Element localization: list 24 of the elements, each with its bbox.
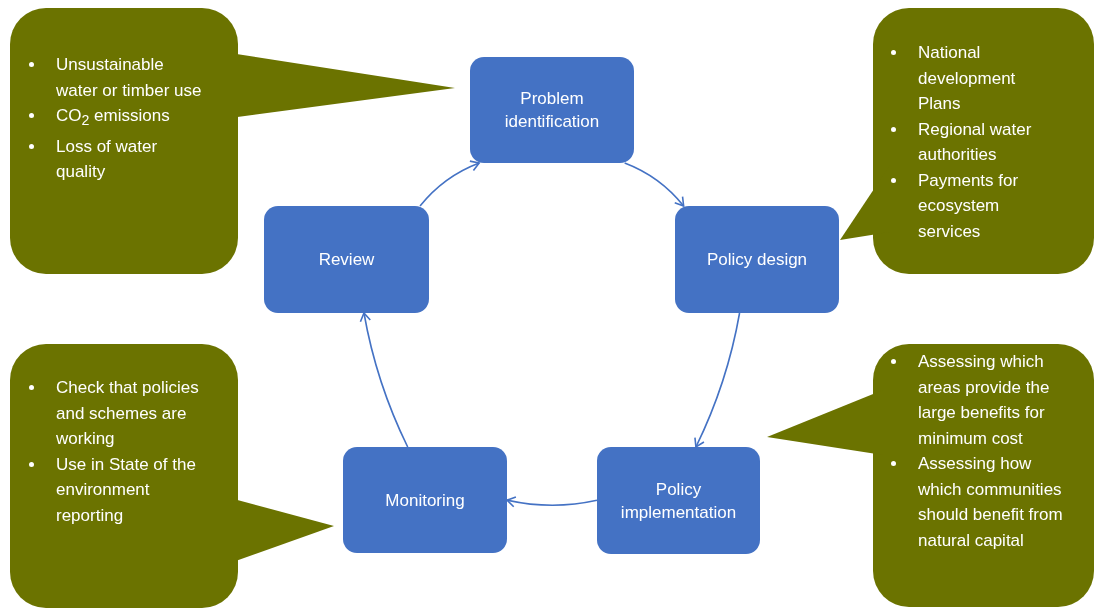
bullet-text: Regional water authorities	[918, 118, 1033, 166]
process-box	[470, 57, 634, 163]
process-box	[264, 206, 429, 313]
bullet-text: Assessing how which communities should benefit from natural capital	[918, 453, 1064, 552]
process-box	[597, 447, 760, 554]
process-box	[675, 206, 839, 313]
process-box	[343, 447, 507, 553]
bullet-text: Assessing which areas provide the large benefits for minimum cost	[918, 351, 1051, 450]
bullet-text: Payments for ecosystem services	[918, 169, 1020, 243]
box-label: Policy design	[706, 249, 808, 271]
arrow	[419, 160, 480, 207]
bullet-text: CO$_{2}$ emissions	[56, 105, 171, 131]
arrow	[506, 496, 598, 508]
bullet-text: Check that policies and schemes are working	[56, 377, 200, 450]
bullet-text: National development Plans	[918, 42, 1017, 115]
box-label: Problem identification	[503, 88, 601, 133]
box-label: Policy implementation	[619, 478, 738, 524]
bullet-text: Loss of water quality	[56, 135, 159, 184]
arrow	[694, 312, 741, 448]
box-label: Review	[318, 249, 375, 271]
arrow	[359, 312, 409, 448]
arrow	[623, 162, 685, 207]
bullet-text: Use in State of the environment reporting	[56, 453, 197, 527]
box-label: Monitoring	[385, 489, 465, 512]
